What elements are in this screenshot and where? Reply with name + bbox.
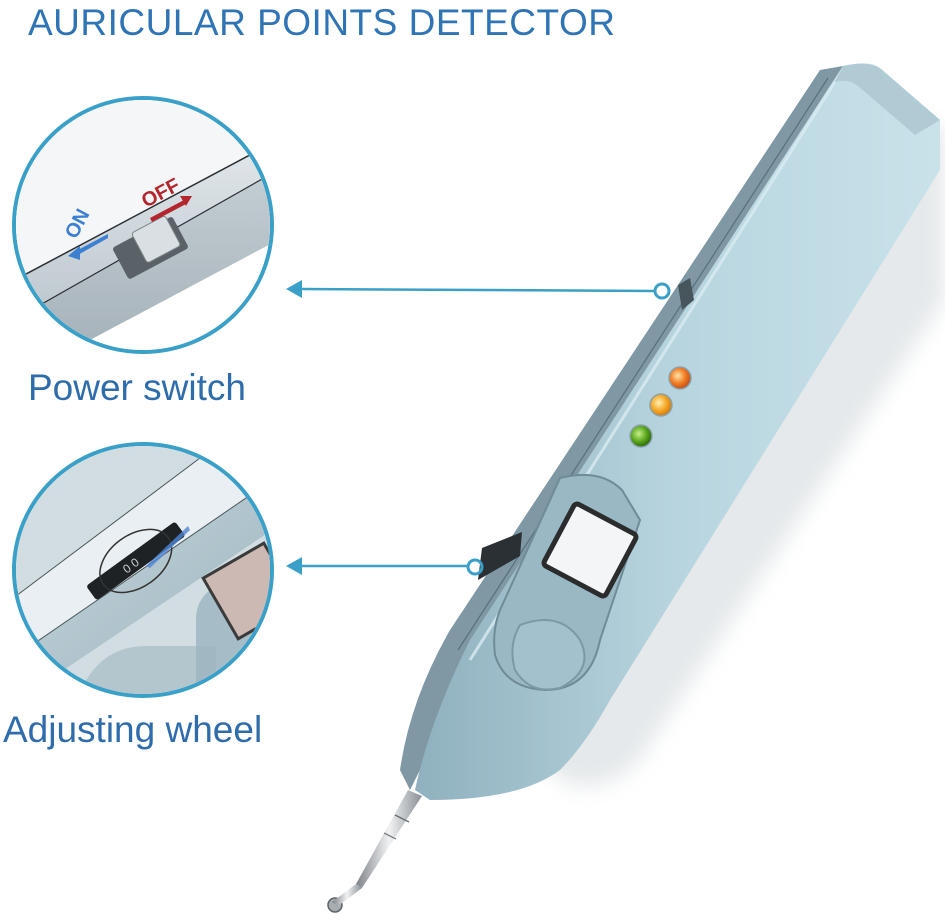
- anchor-dot-icon: [653, 282, 671, 300]
- arrow-left-icon: [286, 280, 302, 298]
- power-switch-caption: Power switch: [28, 367, 246, 408]
- pen-body: [400, 63, 940, 800]
- power-switch-zoom-circle: ON OFF: [12, 96, 274, 354]
- adjusting-wheel-zoom-circle: 0 0: [12, 442, 274, 698]
- led-orange-indicator: [668, 366, 692, 390]
- led-amber-indicator: [649, 393, 673, 417]
- adjusting-wheel-caption: Adjusting wheel: [3, 709, 263, 750]
- anchor-dot-icon: [466, 558, 484, 576]
- probe-tip: [327, 790, 422, 913]
- power-switch-callout-pointer: [286, 280, 671, 300]
- display-window: [541, 501, 639, 599]
- arrow-left-icon: [286, 557, 302, 575]
- page-title: AURICULAR POINTS DETECTOR: [28, 2, 616, 43]
- adjusting-wheel-callout-pointer: [286, 557, 484, 576]
- adjusting-wheel-closeup-image: 0 0: [16, 446, 270, 694]
- power-switch-closeup-image: ON OFF: [16, 100, 270, 350]
- led-green-indicator: [629, 424, 653, 448]
